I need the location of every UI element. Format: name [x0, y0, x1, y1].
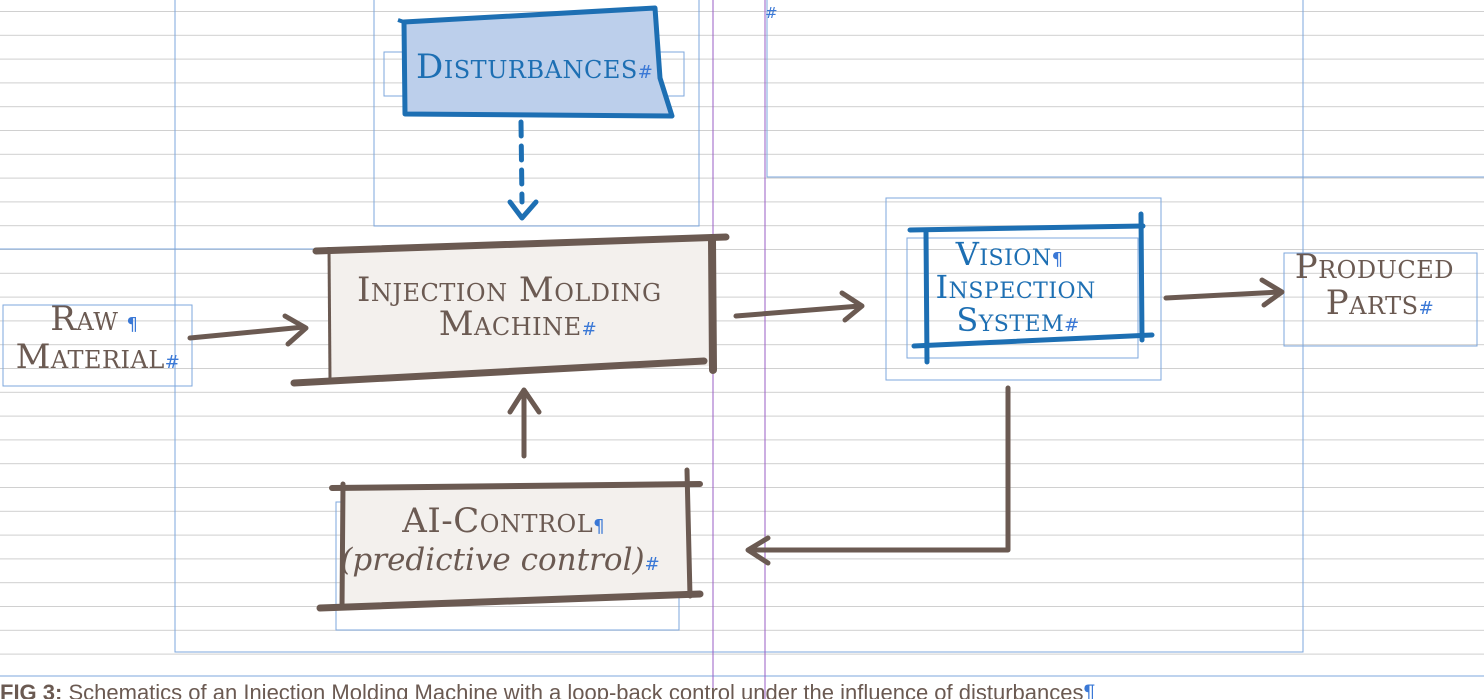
- raw-material-end-mark: #: [165, 352, 181, 373]
- svg-text:Injection Molding Machin: Injection Molding Machine#: [357, 270, 673, 344]
- injection-machine-line1: Injection Molding: [357, 270, 662, 310]
- disturbances-label: Disturbances: [416, 47, 638, 87]
- arrow-ai-control-to-machine: [507, 387, 542, 459]
- ai-control-end-mark: #: [645, 554, 660, 575]
- raw-material-line1-mark: ¶: [126, 314, 138, 335]
- svg-text:Produced Parts#: Produced Parts#: [1295, 247, 1466, 323]
- ai-control-node: AI-Control¶ (predictive control)#: [316, 467, 704, 612]
- vision-end-mark: #: [1064, 315, 1080, 336]
- vision-line3: System: [956, 301, 1064, 339]
- injection-machine-line2: Machine: [439, 304, 582, 344]
- vision-line1-mark: ¶: [1052, 249, 1064, 270]
- frame-end-mark: #: [765, 4, 778, 22]
- arrow-disturbances-to-machine: [507, 119, 539, 221]
- vision-line2: Inspection: [936, 268, 1096, 306]
- ai-control-line1-mark: ¶: [593, 516, 604, 537]
- disturbances-box: [401, 5, 675, 119]
- vision-line1: Vision: [955, 235, 1052, 273]
- caption-text: Schematics of an Injection Molding Machi…: [68, 680, 1084, 699]
- arrow-raw-to-machine: [187, 313, 309, 347]
- baseline-grid: [0, 0, 1484, 676]
- svg-text:Disturbances#: Disturbances#: [416, 47, 653, 87]
- figure-caption: FIG 3: Schematics of an Injection Moldin…: [0, 680, 1484, 699]
- svg-text:Vision¶ Inspection: Vision¶ Inspection System#: [936, 235, 1107, 339]
- disturbances-node: Disturbances#: [397, 5, 675, 119]
- caption-end-mark: ¶: [1083, 680, 1096, 699]
- arrow-machine-to-vision: [733, 290, 865, 323]
- disturbances-end-mark: #: [638, 62, 654, 83]
- ai-control-line2: (predictive control): [340, 542, 644, 578]
- ai-control-box: [342, 484, 690, 606]
- produced-parts-line1: Produced: [1295, 247, 1454, 287]
- raw-material-line1: Raw: [50, 299, 118, 339]
- produced-parts-line2: Parts: [1326, 283, 1419, 323]
- produced-parts-end-mark: #: [1419, 298, 1435, 319]
- raw-material-node: Raw ¶ Material#: [16, 299, 181, 377]
- ai-control-line1: AI-Control: [401, 501, 593, 541]
- svg-text:Raw¶ Material#: Raw ¶ Material#: [16, 299, 181, 377]
- injection-machine-node: Injection Molding Machine#: [290, 233, 730, 387]
- produced-parts-node: Produced Parts#: [1295, 247, 1466, 323]
- injection-machine-end-mark: #: [582, 319, 598, 340]
- injection-machine-box: [330, 238, 712, 378]
- raw-material-line2: Material: [16, 337, 165, 377]
- svg-text:AI-Control¶ (predictive: AI-Control¶ (predictive control)#: [340, 501, 659, 578]
- arrow-vision-to-ai-control: [745, 385, 1011, 566]
- caption-label: FIG 3:: [0, 680, 63, 699]
- arrow-vision-to-produced: [1163, 277, 1285, 308]
- vision-node: Vision¶ Inspection System#: [907, 211, 1155, 365]
